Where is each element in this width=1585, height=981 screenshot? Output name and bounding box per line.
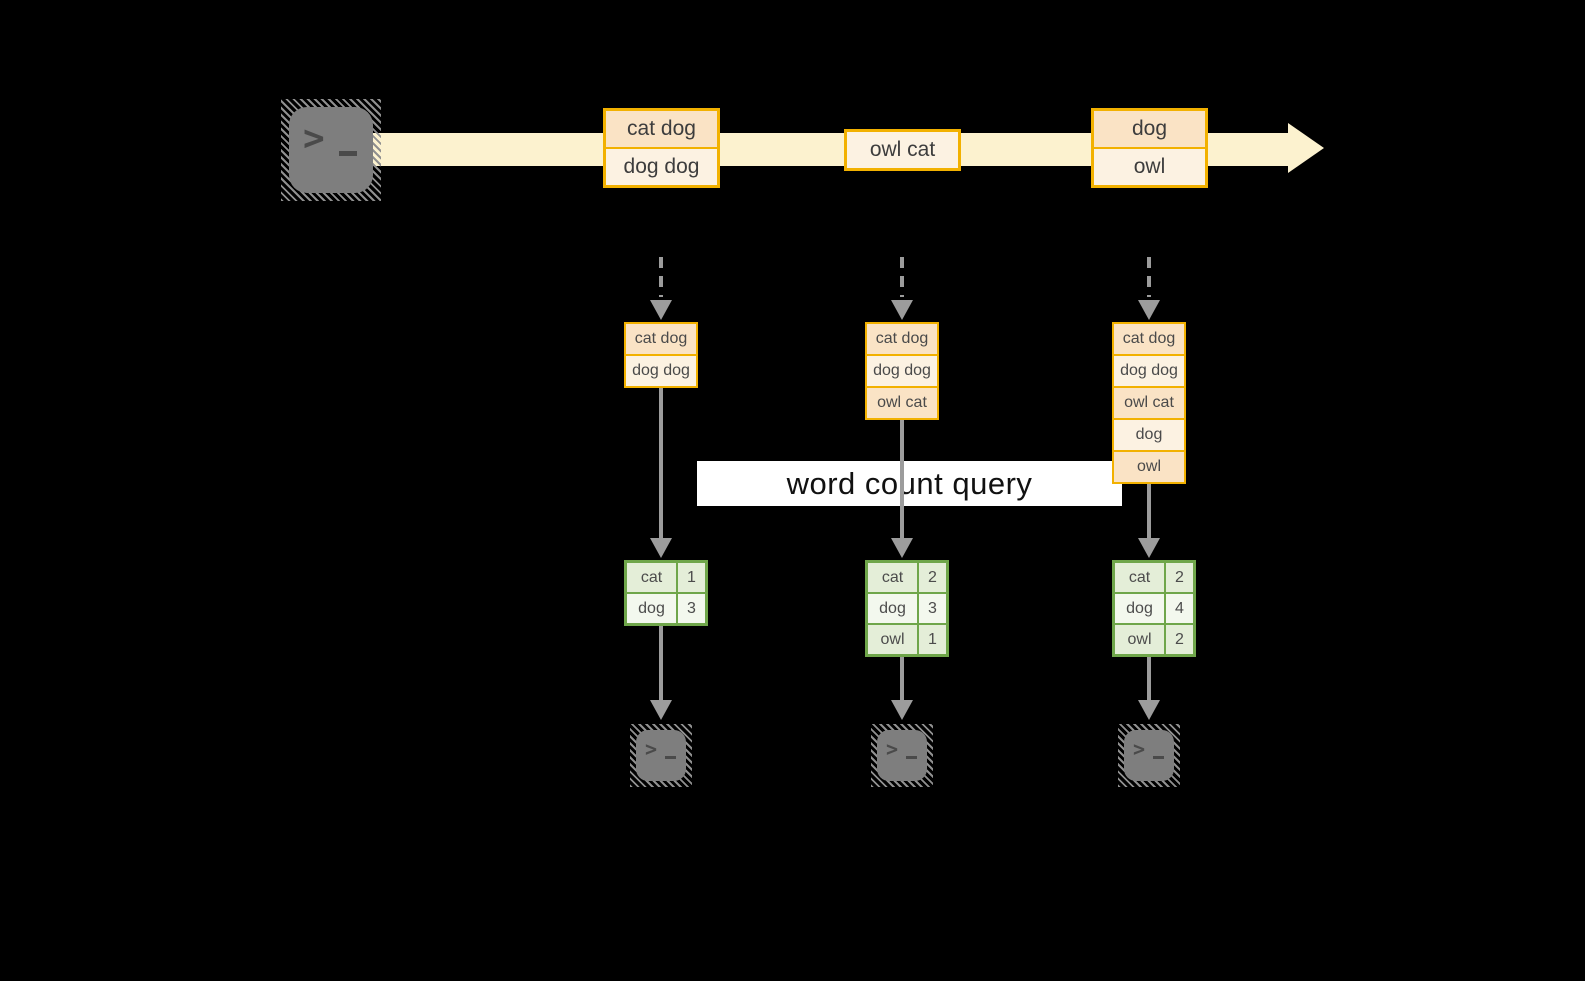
stream-message: cat dog xyxy=(606,111,717,147)
word-count-table-1: cat 1 dog 3 xyxy=(624,560,708,626)
table-row: owl 2 xyxy=(1115,623,1193,654)
stack-row: cat dog xyxy=(1114,324,1184,354)
terminal-cursor-icon xyxy=(665,756,676,759)
terminal-cursor-icon xyxy=(339,151,357,156)
stream-batch-3: dog owl xyxy=(1091,108,1208,188)
arrow-line xyxy=(900,657,904,700)
output-terminal-icon-3: > xyxy=(1118,724,1180,787)
stack-row: owl xyxy=(1114,450,1184,482)
stack-row: dog xyxy=(1114,418,1184,450)
arrow-head-icon xyxy=(891,700,913,720)
stream-source-terminal-icon: > xyxy=(281,99,381,201)
arrow-head-icon xyxy=(1138,538,1160,558)
stack-row: dog dog xyxy=(1114,354,1184,386)
terminal-screen: > xyxy=(1124,730,1174,781)
arrow-line xyxy=(659,388,663,538)
stream-timeline-arrowhead-icon xyxy=(1288,123,1324,173)
terminal-cursor-icon xyxy=(906,756,917,759)
arrow-line xyxy=(900,420,904,538)
count-cell: 1 xyxy=(917,625,946,654)
stack-row: cat dog xyxy=(626,324,696,354)
word-cell: dog xyxy=(638,599,665,617)
accumulated-input-stack-1: cat dog dog dog xyxy=(624,322,698,388)
terminal-prompt-icon: > xyxy=(645,737,658,761)
word-cell: cat xyxy=(881,568,904,586)
terminal-prompt-icon: > xyxy=(303,118,325,159)
stack-row: owl cat xyxy=(867,386,937,418)
count-cell: 2 xyxy=(917,563,946,592)
stream-message: owl xyxy=(1094,147,1205,185)
word-cell: cat xyxy=(1128,568,1151,586)
table-row: cat 2 xyxy=(868,563,946,592)
dashed-arrow-line xyxy=(659,257,663,297)
table-row: dog 4 xyxy=(1115,592,1193,623)
word-count-table-2: cat 2 dog 3 owl 1 xyxy=(865,560,949,657)
stream-batch-1: cat dog dog dog xyxy=(603,108,720,188)
stream-batch-2: owl cat xyxy=(844,129,961,171)
arrow-head-icon xyxy=(650,700,672,720)
table-row: cat 2 xyxy=(1115,563,1193,592)
word-cell: owl xyxy=(1127,630,1152,648)
count-cell: 1 xyxy=(676,563,705,592)
arrow-head-icon xyxy=(650,300,672,320)
stream-message: owl cat xyxy=(847,132,958,168)
query-banner-label: word count query xyxy=(786,465,1033,501)
stack-row: cat dog xyxy=(867,324,937,354)
terminal-cursor-icon xyxy=(1153,756,1164,759)
table-row: dog 3 xyxy=(627,592,705,623)
terminal-screen: > xyxy=(636,730,686,781)
table-row: dog 3 xyxy=(868,592,946,623)
stack-row: dog dog xyxy=(626,354,696,386)
query-banner: word count query xyxy=(697,461,1122,506)
count-cell: 2 xyxy=(1164,563,1193,592)
word-cell: dog xyxy=(879,599,906,617)
arrow-head-icon xyxy=(891,538,913,558)
stream-message: dog xyxy=(1094,111,1205,147)
table-row: owl 1 xyxy=(868,623,946,654)
dashed-arrow-line xyxy=(1147,257,1151,297)
dashed-arrow-line xyxy=(900,257,904,297)
terminal-prompt-icon: > xyxy=(886,737,899,761)
count-cell: 3 xyxy=(917,594,946,623)
arrow-head-icon xyxy=(1138,300,1160,320)
arrow-head-icon xyxy=(1138,700,1160,720)
count-cell: 2 xyxy=(1164,625,1193,654)
accumulated-input-stack-3: cat dog dog dog owl cat dog owl xyxy=(1112,322,1186,484)
count-cell: 4 xyxy=(1164,594,1193,623)
stack-row: dog dog xyxy=(867,354,937,386)
terminal-screen: > xyxy=(289,107,373,193)
table-row: cat 1 xyxy=(627,563,705,592)
stack-row: owl cat xyxy=(1114,386,1184,418)
word-count-table-3: cat 2 dog 4 owl 2 xyxy=(1112,560,1196,657)
accumulated-input-stack-2: cat dog dog dog owl cat xyxy=(865,322,939,420)
count-cell: 3 xyxy=(676,594,705,623)
output-terminal-icon-2: > xyxy=(871,724,933,787)
stream-message: dog dog xyxy=(606,147,717,185)
word-cell: owl xyxy=(880,630,905,648)
arrow-head-icon xyxy=(650,538,672,558)
word-cell: dog xyxy=(1126,599,1153,617)
word-cell: cat xyxy=(640,568,663,586)
terminal-screen: > xyxy=(877,730,927,781)
arrow-line xyxy=(1147,657,1151,700)
terminal-prompt-icon: > xyxy=(1133,737,1146,761)
arrow-head-icon xyxy=(891,300,913,320)
output-terminal-icon-1: > xyxy=(630,724,692,787)
arrow-line xyxy=(659,626,663,700)
arrow-line xyxy=(1147,484,1151,538)
